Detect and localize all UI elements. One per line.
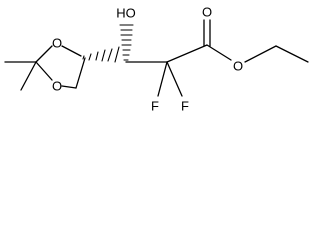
atom-ester-oxygen: O <box>233 59 243 74</box>
bond-cf2-carbonyl <box>166 44 208 63</box>
bond-cf2-fluorine-left <box>157 61 168 97</box>
bond-ester-o-ch2 <box>244 45 277 63</box>
atom-ring-oxygen-lower: O <box>52 79 62 94</box>
bond-carbonyl-ester-o <box>206 44 232 61</box>
bond-quaternary-o-lower <box>35 61 53 81</box>
atom-fluorine-right: F <box>181 99 189 114</box>
atom-carbonyl-oxygen: O <box>202 5 212 20</box>
atom-fluorine-left: F <box>151 99 159 114</box>
bond-o-lower-ch2 <box>61 85 77 89</box>
bond-o-upper-ring-carbon <box>61 45 82 57</box>
bond-ethyl-ch2-ch3 <box>275 45 309 63</box>
bond-methyl-lower <box>20 61 37 91</box>
bond-cf2-fluorine-right <box>166 61 183 97</box>
atom-ring-oxygen-upper: O <box>52 36 62 51</box>
chemical-structure-diagram: O O HO O O F F <box>4 5 309 114</box>
hashed-wedge-bond-ring <box>82 46 120 63</box>
hashed-wedge-bond-hydroxyl <box>119 24 134 61</box>
bond-quaternary-o-upper <box>35 45 53 63</box>
atom-hydroxyl: HO <box>116 6 136 21</box>
bond-ch2-ring-carbon <box>75 57 86 89</box>
